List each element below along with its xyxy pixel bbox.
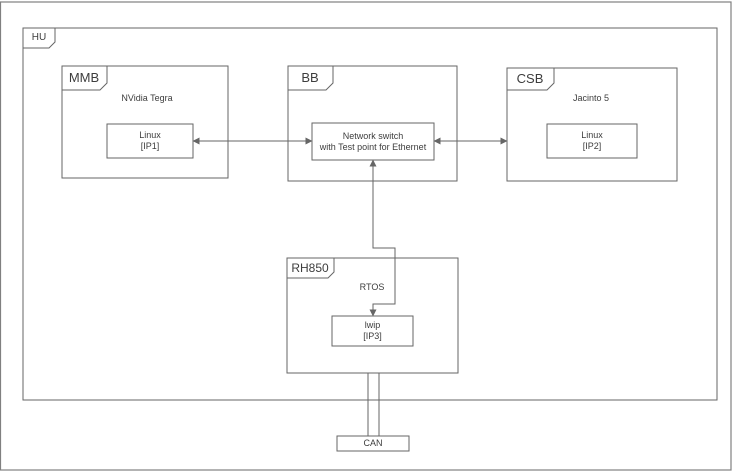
rh850-frame-tab bbox=[286, 257, 335, 279]
hu-frame-tab bbox=[22, 27, 56, 49]
csb-platform-label: Jacinto 5 bbox=[572, 93, 610, 103]
network-switch-line2: with Test point for Ethernet bbox=[319, 141, 427, 152]
rh850-frame-label: RH850 bbox=[291, 261, 329, 275]
linux-ip2-label: Linux [IP2] bbox=[547, 124, 637, 158]
mmb-frame bbox=[61, 65, 229, 179]
csb-frame bbox=[506, 67, 678, 182]
lwip-line2: [IP3] bbox=[363, 331, 382, 341]
linux-ip1-label: Linux [IP1] bbox=[107, 124, 193, 158]
csb-frame-label: CSB bbox=[516, 71, 544, 86]
lwip-line1: lwip bbox=[364, 320, 381, 330]
arrow-switch-to-lwip bbox=[369, 159, 396, 317]
can-label: CAN bbox=[337, 436, 409, 451]
mmb-frame-label: MMB bbox=[68, 70, 100, 85]
linux-ip2-line1: Linux bbox=[581, 130, 603, 140]
can-box bbox=[336, 435, 410, 452]
bb-frame-tab bbox=[287, 65, 334, 91]
hu-frame-label: HU bbox=[31, 32, 47, 43]
page-border bbox=[0, 1, 732, 471]
rh850-os-label: RTOS bbox=[359, 282, 385, 292]
lwip-label: lwip [IP3] bbox=[332, 316, 413, 346]
linux-ip2-line2: [IP2] bbox=[582, 141, 602, 151]
bb-frame-label: BB bbox=[301, 70, 319, 85]
linux-ip1-line1: Linux bbox=[139, 130, 161, 140]
network-switch-line1: Network switch bbox=[342, 130, 404, 141]
linux-ip1-line2: [IP1] bbox=[140, 141, 160, 151]
can-line1: CAN bbox=[363, 438, 383, 448]
lwip-box bbox=[331, 315, 414, 347]
hu-frame bbox=[22, 27, 718, 401]
mmb-platform-label: NVidia Tegra bbox=[121, 93, 173, 103]
csb-frame-tab bbox=[506, 67, 555, 91]
network-switch-label: Network switch with Test point for Ether… bbox=[312, 123, 434, 160]
linux-ip2-box bbox=[546, 123, 638, 159]
mmb-frame-tab bbox=[61, 65, 108, 91]
